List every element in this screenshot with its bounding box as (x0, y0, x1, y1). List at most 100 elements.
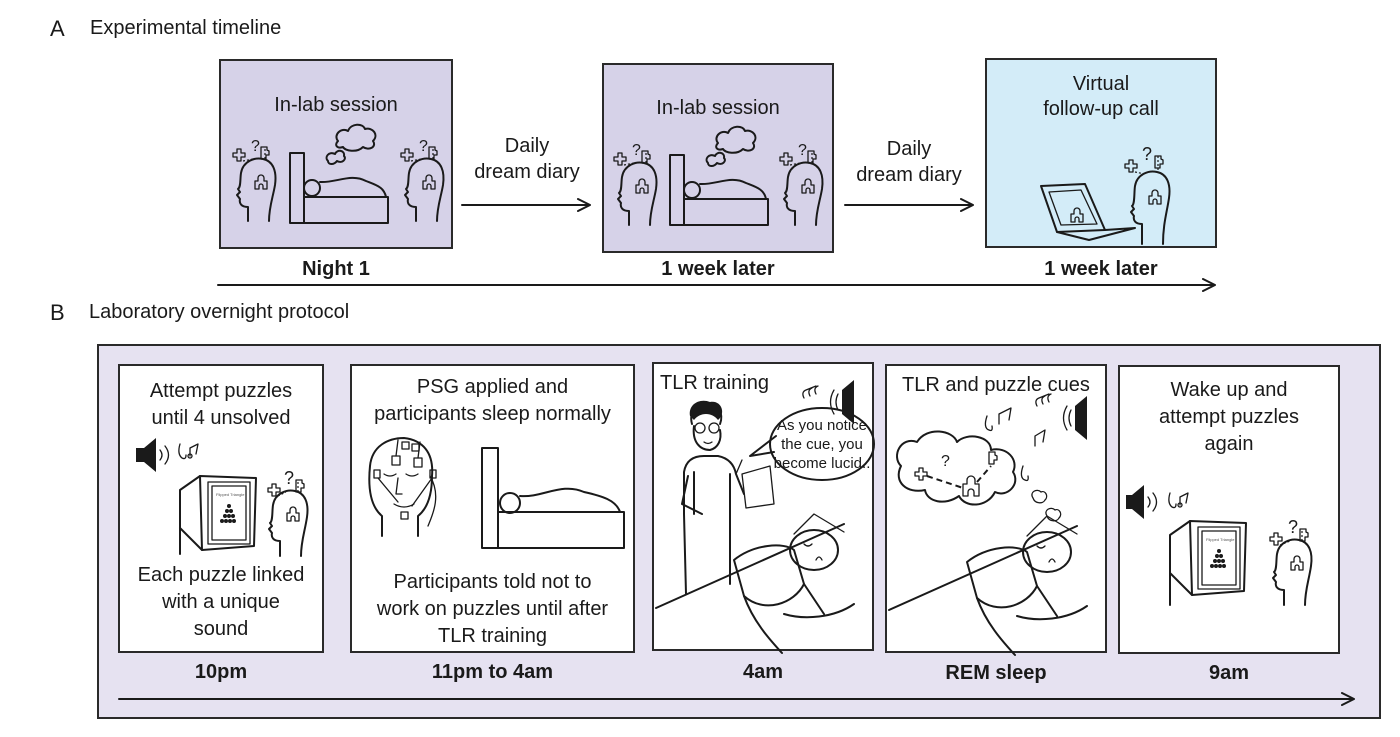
protocol-step-4am: TLR training (652, 362, 875, 654)
thinking-head-icon: ? (232, 138, 277, 222)
screen-caption: Flipped Triangle (1206, 537, 1235, 542)
dream-cloud-icon: ? (896, 430, 1062, 522)
step-heading-line1: PSG applied and (416, 376, 569, 398)
step-heading: PSG applied and participants sleep norma… (352, 374, 633, 428)
speech-line2: the cue, you (781, 436, 863, 453)
stage-box-followup: Virtual follow-up call ? (985, 58, 1217, 248)
dream-cloud-icon (325, 123, 377, 165)
step-heading: Wake up and attempt puzzles again (1120, 377, 1338, 458)
stage-title-line1: Virtual (1072, 73, 1130, 95)
step-note: Each puzzle linked with a unique sound (120, 562, 322, 643)
step-heading-line2: until 4 unsolved (151, 407, 291, 429)
svg-text:?: ? (798, 142, 807, 159)
step-note-line3: TLR training (438, 625, 547, 647)
screen-caption: Flipped Triangle (216, 492, 245, 497)
transition-label: Daily dream diary (453, 133, 601, 185)
sleep-scene-illustration: ? ? (613, 125, 824, 226)
transition-label: Daily dream diary (834, 136, 984, 188)
bed-icon (669, 154, 769, 226)
laptop-icon (1040, 183, 1136, 241)
transition-arrow-2 (844, 198, 974, 212)
step-time-11pm-4am: 11pm to 4am (431, 661, 554, 683)
tlr-cue-illustration: ? (888, 393, 1088, 656)
step-heading: Attempt puzzles until 4 unsolved (120, 378, 322, 432)
section-a-letter: A (50, 16, 65, 41)
stage-label-week-1: 1 week later (661, 258, 775, 280)
step-time-10pm: 10pm (194, 661, 248, 683)
bed-icon (481, 447, 625, 549)
sleep-scene-illustration: ? ? (232, 123, 445, 224)
dream-question-mark: ? (941, 453, 950, 470)
section-a-title: Experimental timeline (90, 17, 282, 39)
puzzle-attempt-illustration: Flipped Triangle ? (136, 438, 309, 557)
transition-line2: dream diary (856, 164, 962, 186)
protocol-step-9am: Wake up and attempt puzzles again Flippe… (1118, 365, 1340, 654)
thinking-head-icon: ? (1124, 144, 1171, 245)
protocol-step-10pm: Attempt puzzles until 4 unsolved Flipped… (118, 364, 324, 653)
dream-cloud-icon (705, 125, 757, 167)
stage-title: Virtual follow-up call (987, 72, 1215, 122)
computer-monitor-icon: Flipped Triangle (1169, 520, 1247, 606)
stage-box-week-1: In-lab session ? ? (602, 63, 834, 253)
tlr-training-illustration (655, 380, 875, 654)
step-note-line2: work on puzzles until after (376, 598, 609, 620)
protocol-step-rem: TLR and puzzle cues ? (885, 364, 1107, 656)
speech-line3: become lucid.. (773, 455, 871, 472)
stage-label-followup: 1 week later (1044, 258, 1158, 280)
speaker-icon (136, 438, 170, 472)
stage-title-line2: follow-up call (1043, 98, 1159, 120)
speech-line1: As you notice (776, 417, 868, 434)
triangle-dots-icon (220, 504, 236, 523)
music-notes-icon (802, 385, 819, 399)
overnight-protocol-panel: Attempt puzzles until 4 unsolved Flipped… (97, 344, 1381, 719)
stage-box-night-1: In-lab session ? ? (219, 59, 453, 249)
step-note-line3: sound (193, 618, 249, 640)
step-heading-line2: attempt puzzles (1158, 406, 1300, 428)
svg-text:?: ? (1142, 144, 1152, 164)
step-heading-line2: participants sleep normally (374, 403, 611, 425)
bed-icon (289, 152, 389, 224)
speaker-icon (1062, 396, 1087, 440)
transition-arrow-1 (461, 198, 591, 212)
stage-title: In-lab session (274, 94, 398, 116)
step-heading: TLR training (660, 372, 769, 394)
step-heading-line1: Wake up and (1170, 379, 1288, 401)
svg-text:?: ? (284, 468, 294, 488)
svg-text:?: ? (251, 138, 260, 155)
svg-text:?: ? (1288, 517, 1298, 537)
section-b-title: Laboratory overnight protocol (89, 301, 350, 323)
step-heading-line3: again (1204, 433, 1254, 455)
section-b-letter: B (50, 300, 65, 325)
timeline-axis-arrow (217, 278, 1216, 292)
researcher-icon (681, 400, 775, 595)
svg-text:?: ? (419, 138, 428, 155)
psg-electrode-head-icon (368, 437, 437, 537)
music-notes-icon (178, 443, 199, 460)
computer-monitor-icon: Flipped Triangle (179, 475, 257, 555)
transition-line1: Daily (886, 138, 932, 160)
step-time-9am: 9am (1208, 662, 1250, 684)
protocol-timeline-arrow (118, 692, 1355, 706)
thinking-head-icon: ? (779, 142, 824, 226)
thinking-head-icon: ? (613, 142, 658, 226)
step-note-line2: with a unique (162, 591, 280, 613)
step-time-4am: 4am (742, 661, 784, 683)
thinking-head-icon: ? (267, 468, 309, 557)
stage-title: In-lab session (656, 97, 780, 119)
transition-line1: Daily (504, 135, 550, 157)
video-call-illustration: ? (1040, 144, 1171, 245)
step-note-line1: Each puzzle linked (137, 564, 305, 586)
step-time-rem: REM sleep (945, 662, 1047, 684)
svg-text:?: ? (632, 142, 641, 159)
thinking-head-icon: ? (1269, 517, 1313, 606)
puzzle-retry-illustration: Flipped Triangle ? (1126, 485, 1313, 606)
stage-label-night-1: Night 1 (302, 258, 370, 280)
thinking-head-icon: ? (400, 138, 445, 222)
transition-line2: dream diary (474, 161, 580, 183)
step-note: Participants told not to work on puzzles… (352, 569, 633, 650)
music-notes-icon (1168, 492, 1189, 509)
psg-sleep-illustration (368, 437, 625, 549)
speaker-icon (1126, 485, 1158, 519)
speech-bubble-icon (749, 407, 875, 481)
sleeping-person-icon (888, 515, 1088, 656)
